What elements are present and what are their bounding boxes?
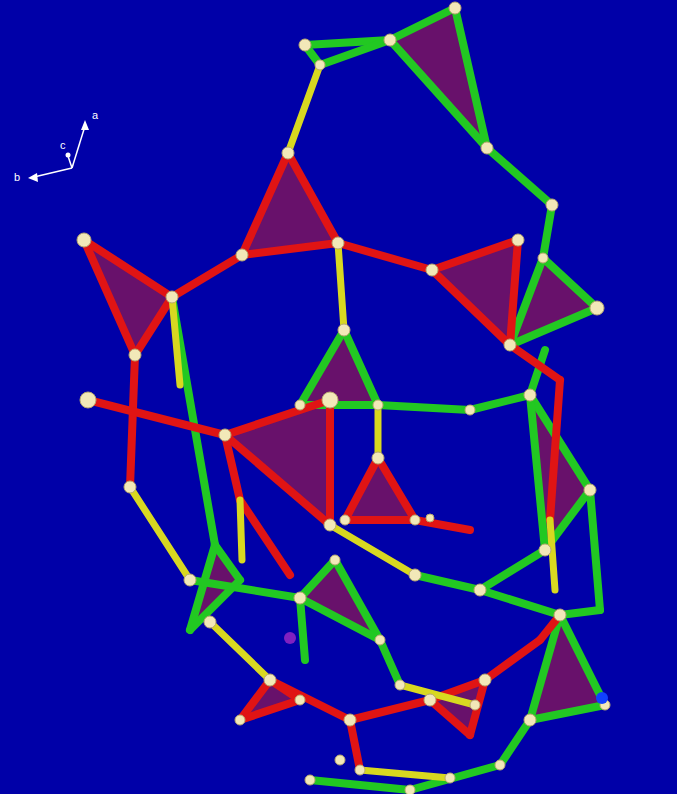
yellow-bonds <box>130 65 555 778</box>
tetrahedra <box>84 8 605 735</box>
cation <box>284 632 296 644</box>
red-bonds <box>84 153 560 770</box>
axis-indicator <box>28 120 89 182</box>
green-bonds <box>172 8 605 790</box>
axis-label: a <box>92 110 98 121</box>
axis-label: b <box>14 172 20 183</box>
atoms <box>77 2 610 794</box>
cation <box>596 692 608 704</box>
axis-label: c <box>60 140 66 151</box>
